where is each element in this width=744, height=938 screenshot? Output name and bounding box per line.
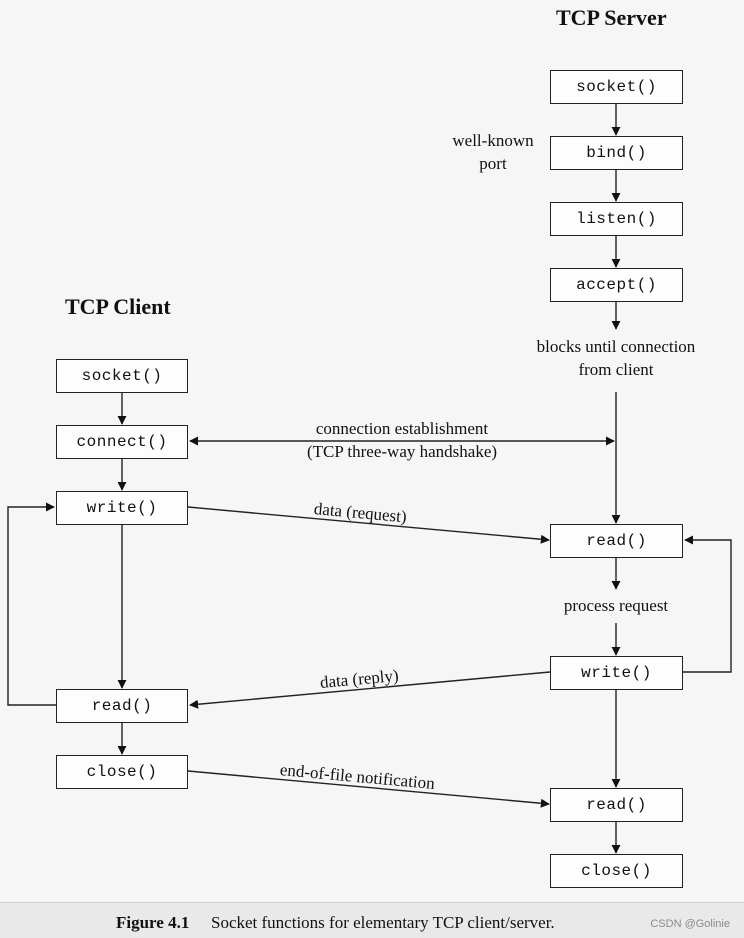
wellknown-line2: port	[479, 154, 507, 173]
client-socket-box: socket()	[56, 359, 188, 393]
conn-line2: (TCP three-way handshake)	[306, 442, 498, 461]
figure-caption: Figure 4.1 Socket functions for elementa…	[0, 902, 744, 938]
eof-arrow	[187, 770, 550, 808]
client-write-box: write()	[56, 491, 188, 525]
connection-establishment-label: connection establishment (TCP three-way …	[268, 417, 536, 463]
conn-line1: connection establishment	[315, 419, 489, 438]
caption-text: Socket functions for elementary TCP clie…	[211, 913, 555, 932]
blocks-line2: from client	[578, 360, 654, 379]
server-listen-box: listen()	[550, 202, 683, 236]
wellknown-line1: well-known	[452, 131, 534, 150]
client-loop-arrow	[7, 502, 56, 706]
server-read-box: read()	[550, 524, 683, 558]
request-arrow	[187, 506, 550, 544]
server-accept-box: accept()	[550, 268, 683, 302]
server-close-box: close()	[550, 854, 683, 888]
watermark: CSDN @Golinie	[650, 918, 730, 930]
process-request-label: process request	[563, 596, 669, 615]
server-write-box: write()	[550, 656, 683, 690]
client-read-box: read()	[56, 689, 188, 723]
blocks-line1: blocks until connection	[536, 337, 696, 356]
server-loop-arrow	[683, 535, 732, 673]
server-bind-box: bind()	[550, 136, 683, 170]
client-close-box: close()	[56, 755, 188, 789]
client-connect-box: connect()	[56, 425, 188, 459]
blocks-label: blocks until connection from client	[506, 335, 726, 381]
server-read2-box: read()	[550, 788, 683, 822]
figure-number: Figure 4.1	[116, 913, 190, 932]
server-socket-box: socket()	[550, 70, 683, 104]
server-title: TCP Server	[556, 5, 667, 30]
wellknown-port-label: well-known port	[430, 129, 556, 175]
client-title: TCP Client	[65, 294, 171, 319]
reply-arrow	[189, 671, 551, 709]
